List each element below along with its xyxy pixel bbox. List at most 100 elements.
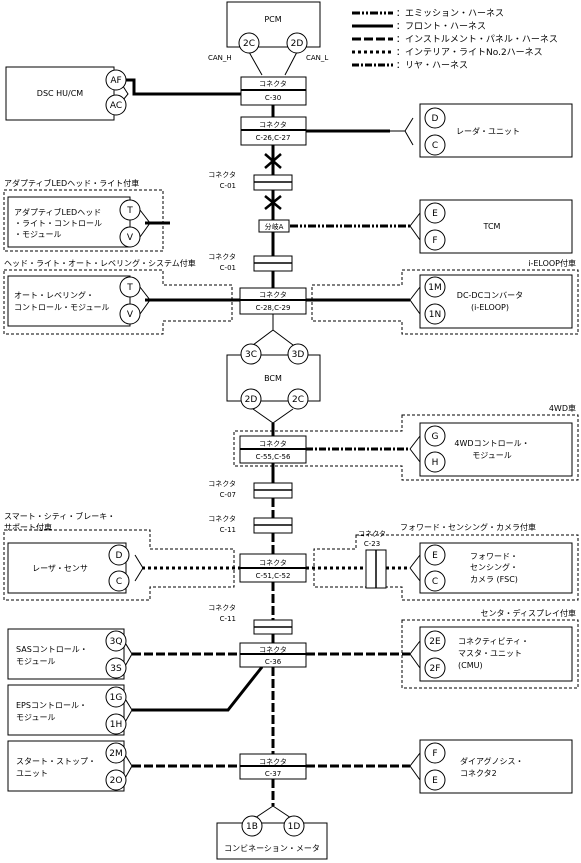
branch-a-label: 分岐A	[265, 222, 284, 231]
bcm-pin-2c-label: 2C	[292, 395, 304, 405]
adaptive-led-line-1: アダプティブLEDヘッド	[14, 207, 101, 217]
pcm-pin-2c	[238, 32, 260, 54]
frame-adaptive-led	[3, 189, 164, 252]
module-startstop: スタート・ストップ・ ユニット 2M 2O	[7, 740, 127, 792]
module-adaptive-led: アダプティブLEDヘッド・ライト付車 アダプティブLEDヘッド ・ライト・コント…	[4, 178, 141, 248]
tcm-pin-f-label: F	[432, 236, 437, 246]
connector-c5152: コネクタ C-51,C-52	[239, 553, 307, 583]
wire-tcm-pins	[409, 212, 421, 241]
c01b-label-1: コネクタ	[208, 252, 236, 261]
c5556-label-1: コネクタ	[259, 439, 287, 448]
fsc-pin-e-label: E	[432, 551, 438, 561]
wire-dcdc-pins	[409, 286, 421, 315]
connector-c23: コネクタ C-23	[358, 529, 387, 589]
c36-label-1: コネクタ	[259, 645, 287, 654]
c01a-label-1: コネクタ	[208, 170, 236, 179]
module-dlc: ダイアグノシス・ コネクタ2 F E	[419, 739, 573, 794]
c5152-label-1: コネクタ	[259, 558, 287, 567]
eps-pin-1h-label: 1H	[110, 720, 123, 730]
module-tcm: TCM E F	[419, 199, 573, 254]
dcdc-pin-1m-label: 1M	[428, 283, 442, 293]
fsc-line-3: カメラ (FSC)	[470, 575, 518, 584]
module-leveling: ヘッド・ライト・オート・レベリング・システム付車 オート・レベリング・ コントロ…	[4, 258, 196, 327]
option-adaptive-led: アダプティブLEDヘッド・ライト付車	[4, 178, 139, 188]
laser-box	[7, 542, 127, 594]
dlc-line-1: ダイアグノシス・	[460, 756, 523, 766]
laser-pin-d	[108, 544, 130, 566]
radar-box	[419, 103, 573, 158]
tcm-label: TCM	[483, 222, 501, 231]
frame-leveling	[3, 269, 233, 335]
eps-line-2: モジュール	[16, 713, 55, 722]
option-smart-city-2: サポート付車	[4, 522, 52, 532]
sas-line-2: モジュール	[16, 657, 55, 666]
dcdc-line-2: (i-ELOOP)	[471, 303, 509, 312]
c2627-label-2: C-26,C-27	[256, 134, 291, 142]
dsc-pin-af-label: AF	[110, 76, 121, 86]
fourwd-line-2: モジュール	[472, 451, 511, 460]
startstop-pin-2m-label: 2M	[109, 749, 123, 759]
c5152-label-2: C-51,C-52	[256, 572, 291, 580]
startstop-line-1: スタート・ストップ・	[16, 757, 96, 766]
eps-line-1: EPSコントロール・	[16, 701, 87, 710]
option-fsc: フォワード・センシング・カメラ付車	[400, 522, 536, 532]
can-l-label: CAN_L	[306, 54, 328, 62]
module-cmu: センタ・ディスプレイ付車 コネクティビティ・ マスタ・ユニット (CMU) 2E…	[419, 608, 576, 682]
frame-center-display	[401, 619, 579, 689]
meter-label: コンビネーション・メータ	[224, 844, 320, 853]
meter-pin-1b	[241, 815, 263, 837]
cmu-pin-2e	[424, 630, 446, 652]
c01a-label-2: C-01	[220, 182, 236, 190]
wire-pcm-c30	[248, 51, 298, 76]
cmu-pin-2f	[424, 657, 446, 679]
wire-radar-pins	[390, 117, 414, 146]
module-4wd: 4WD車 4WDコントロール・ モジュール G H	[419, 403, 576, 477]
adaptive-pin-t	[119, 199, 141, 221]
sas-box	[7, 628, 125, 680]
option-frames	[3, 189, 579, 689]
c01b-label-2: C-01	[220, 264, 236, 272]
dsc-pin-ac	[105, 94, 127, 116]
leveling-line-2: コントロール・モジュール	[14, 303, 109, 312]
c2829-label-2: C-28,C-29	[256, 304, 291, 312]
option-leveling: ヘッド・ライト・オート・レベリング・システム付車	[4, 258, 196, 268]
radar-pin-c-label: C	[432, 141, 438, 151]
connector-c11b: コネクタ C-11	[208, 603, 293, 635]
meter-box	[216, 822, 328, 860]
dsc-box	[5, 66, 115, 121]
connector-c01b: コネクタ C-01	[208, 252, 293, 272]
branch-a-box	[258, 219, 290, 233]
dsc-pin-ac-label: AC	[110, 101, 122, 111]
fsc-pin-c	[424, 570, 446, 592]
laser-pin-c	[108, 570, 130, 592]
wire-dsc-c30	[119, 78, 241, 96]
leveling-line-1: オート・レベリング・	[14, 290, 94, 300]
wire-c2829-bcm	[252, 314, 294, 346]
c11a-label-1: コネクタ	[208, 514, 236, 523]
dlc-pin-e	[424, 769, 446, 791]
cmu-line-3: (CMU)	[458, 661, 483, 670]
c30-label-1: コネクタ	[259, 79, 287, 88]
dcdc-pin-1n	[424, 303, 446, 325]
radar-pin-c	[424, 134, 446, 156]
startstop-box	[7, 740, 125, 792]
c23-label-2: C-23	[364, 540, 380, 548]
legend-instr-label: ：インストルメント・パネル・ハーネス	[396, 34, 558, 45]
radar-pin-d	[424, 107, 446, 129]
tcm-box	[419, 199, 573, 254]
wire-eps-pins	[123, 696, 133, 725]
bcm-label: BCM	[264, 374, 282, 383]
branch-a: 分岐A	[258, 219, 290, 233]
dcdc-box	[419, 274, 573, 329]
fsc-line-2: センシング・	[470, 562, 518, 572]
module-meter: コンビネーション・メータ 1B 1D	[216, 815, 328, 860]
connector-c37: コネクタ C-37	[239, 753, 307, 780]
wire-dlc-pins	[409, 752, 421, 781]
meter-pin-1d-label: 1D	[288, 822, 301, 832]
wire-bcm-bottom	[252, 408, 294, 424]
bcm-pin-3d	[287, 343, 309, 365]
frame-fsc	[313, 534, 579, 601]
eps-pin-1h	[105, 713, 127, 735]
bcm-pin-3c	[240, 343, 262, 365]
